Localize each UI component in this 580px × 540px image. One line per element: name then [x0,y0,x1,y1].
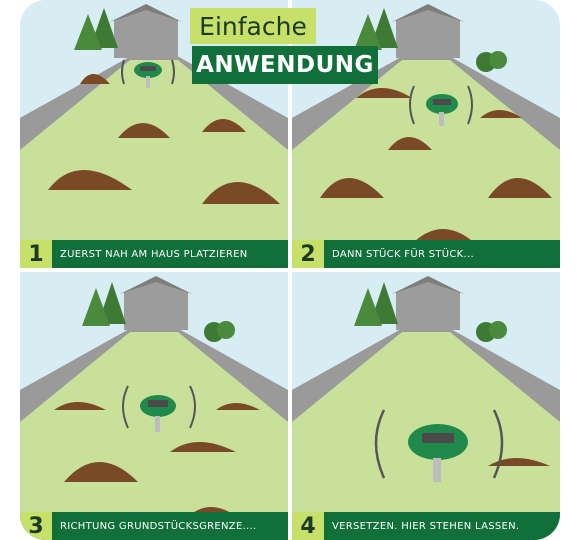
step-number: 4 [292,512,324,540]
step-text: VERSETZEN. HIER STEHEN LASSEN. [332,520,520,532]
step-4-caption: 4 VERSETZEN. HIER STEHEN LASSEN. [292,512,560,540]
bush-icon [476,51,507,72]
step-number: 3 [20,512,52,540]
step-1-scene [20,0,288,268]
panel-divider-horizontal [20,268,560,272]
house-icon [392,4,464,58]
title-line-2: ANWENDUNG [192,46,378,84]
bush-icon [204,321,235,342]
soil-mound-icon [48,74,280,204]
step-2-panel: 2 DANN STÜCK FÜR STÜCK... [292,0,560,268]
house-icon [392,276,464,330]
step-1-caption: 1 ZUERST NAH AM HAUS PLATZIEREN [20,240,288,268]
tree-icon [354,8,398,50]
step-number: 1 [20,240,52,268]
repeller-device-icon [121,59,175,88]
title-block: Einfache ANWENDUNG [190,8,380,84]
step-3-caption: 3 RICHTUNG GRUNDSTÜCKSGRENZE.... [20,512,288,540]
house-icon [110,4,182,58]
house-icon [120,276,192,330]
step-4-scene [292,272,560,540]
step-2-caption: 2 DANN STÜCK FÜR STÜCK... [292,240,560,268]
tree-icon [74,8,118,50]
repeller-device-icon [122,385,196,432]
step-text: DANN STÜCK FÜR STÜCK... [332,248,474,260]
repeller-device-icon [409,85,473,126]
step-text: ZUERST NAH AM HAUS PLATZIEREN [60,248,248,260]
step-3-panel: 3 RICHTUNG GRUNDSTÜCKSGRENZE.... [20,272,288,540]
step-3-scene [20,272,288,540]
bush-icon [476,321,507,342]
title-line-1: Einfache [190,8,316,44]
step-4-panel: 4 VERSETZEN. HIER STEHEN LASSEN. [292,272,560,540]
repeller-device-icon [374,409,504,482]
step-1-panel: 1 ZUERST NAH AM HAUS PLATZIEREN [20,0,288,268]
instruction-graphic: 1 ZUERST NAH AM HAUS PLATZIEREN [20,0,560,540]
step-2-scene [292,0,560,268]
tree-icon [354,282,398,326]
tree-icon [82,282,126,326]
step-number: 2 [292,240,324,268]
step-text: RICHTUNG GRUNDSTÜCKSGRENZE.... [60,520,257,532]
